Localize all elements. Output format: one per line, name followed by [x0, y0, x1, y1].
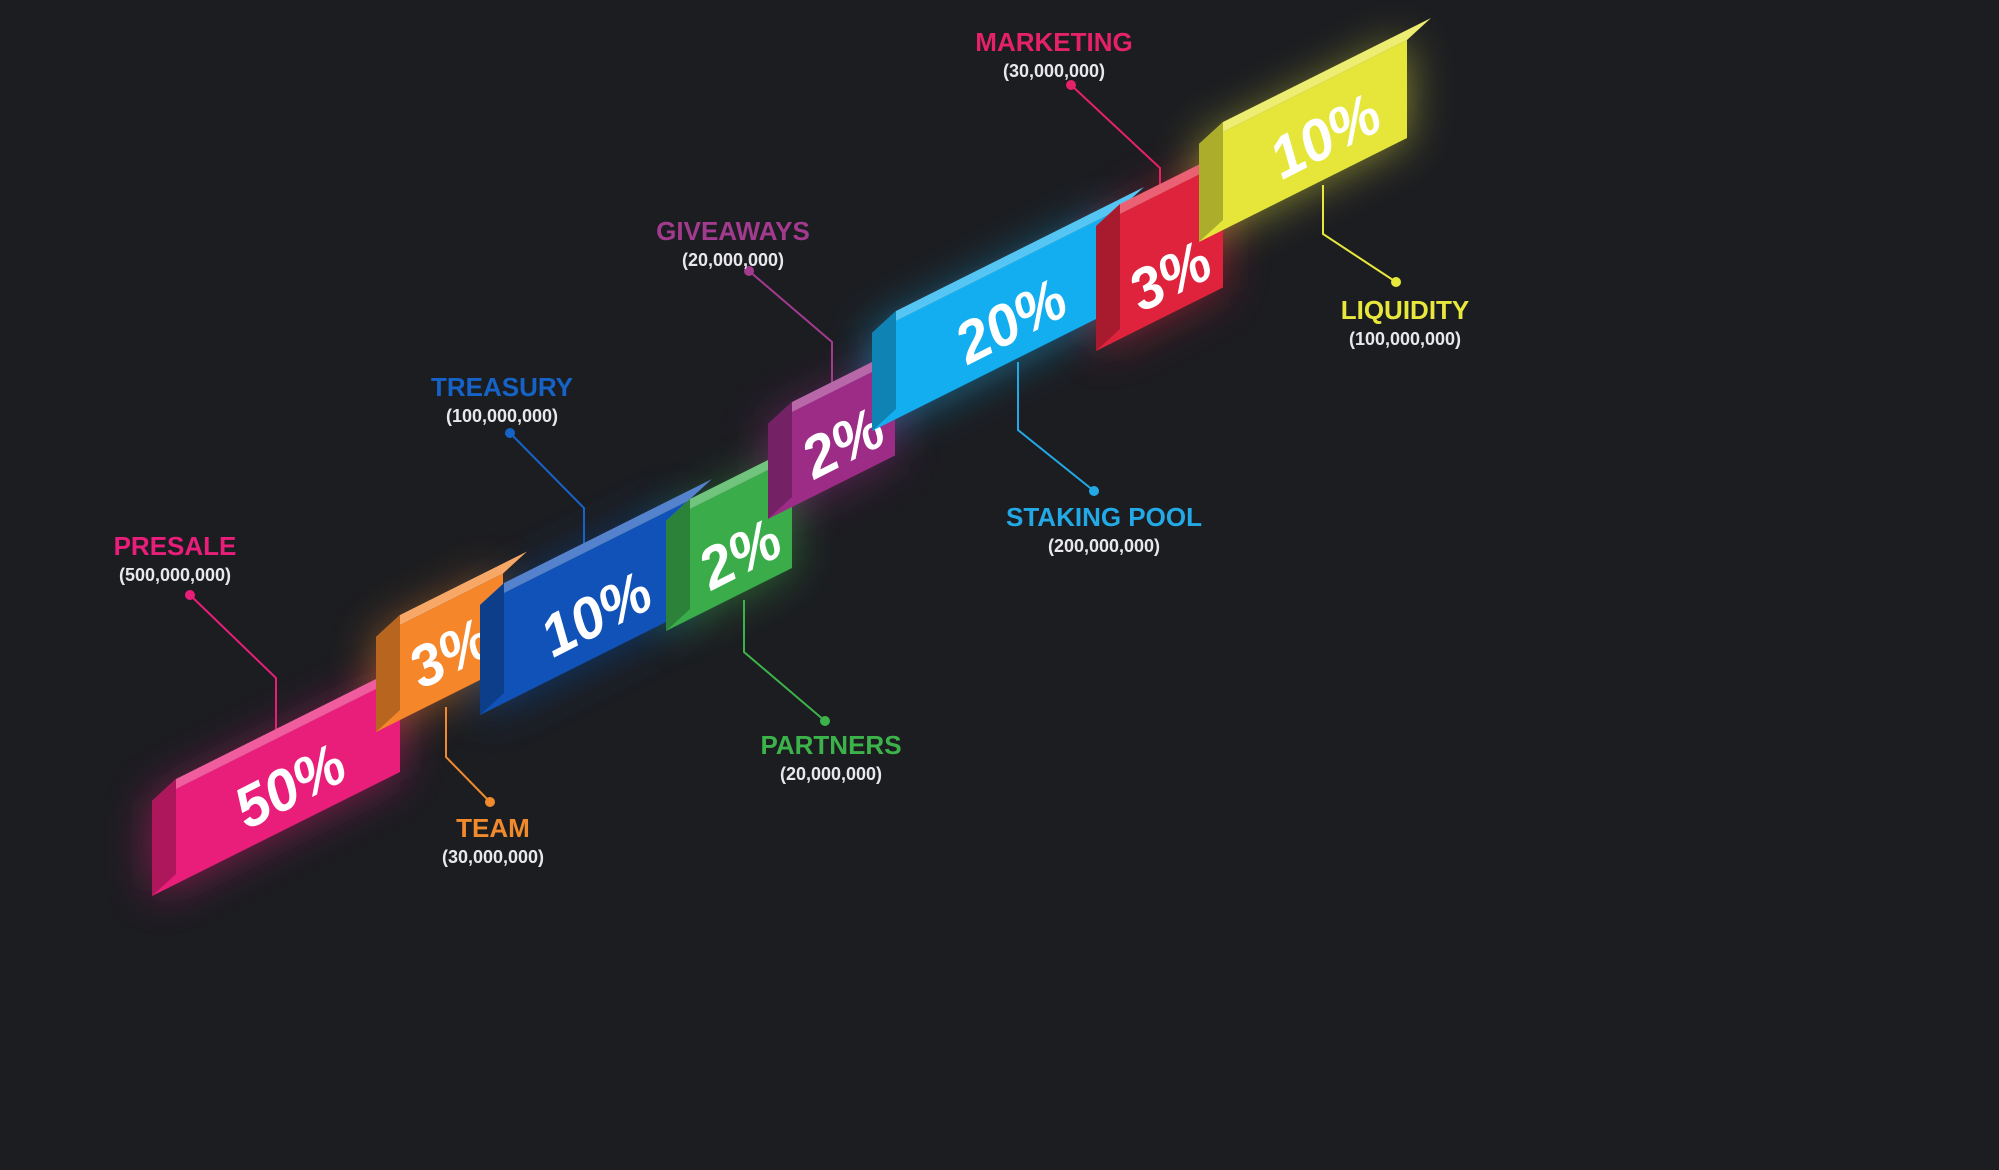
block-staking: 20% — [872, 187, 1144, 431]
label-amount-marketing: (30,000,000) — [1003, 61, 1105, 81]
block-front-marketing — [1096, 162, 1223, 351]
block-front-giveaways — [768, 360, 895, 519]
block-front-treasury — [480, 501, 688, 715]
block-top-presale — [152, 655, 424, 801]
block-front-staking — [872, 209, 1120, 431]
label-amount-partners: (20,000,000) — [780, 764, 882, 784]
block-team: 3% — [376, 551, 527, 732]
label-name-treasury: TREASURY — [431, 372, 573, 402]
label-name-staking: STAKING POOL — [1006, 502, 1202, 532]
label-amount-presale: (500,000,000) — [119, 565, 231, 585]
label-amount-treasury: (100,000,000) — [446, 406, 558, 426]
connector-dot-presale — [185, 590, 195, 600]
block-side-giveaways — [768, 402, 792, 519]
block-presale: 50% — [152, 655, 424, 896]
connector-dot-partners — [820, 716, 830, 726]
label-name-presale: PRESALE — [114, 531, 237, 561]
block-top-liquidity — [1199, 18, 1431, 144]
connector-line-liquidity — [1322, 185, 1397, 283]
connector-line-giveaways — [748, 270, 833, 400]
connector-dot-liquidity — [1391, 277, 1401, 287]
label-name-partners: PARTNERS — [760, 730, 901, 760]
connector-dot-marketing — [1066, 80, 1076, 90]
block-top-staking — [872, 187, 1144, 333]
connector-line-treasury — [509, 432, 585, 568]
block-treasury: 10% — [480, 479, 712, 715]
connector-dot-staking — [1089, 486, 1099, 496]
connector-dot-treasury — [505, 428, 515, 438]
block-top-team — [376, 551, 527, 637]
label-amount-liquidity: (100,000,000) — [1349, 329, 1461, 349]
block-marketing: 3% — [1096, 140, 1247, 351]
label-amount-staking: (200,000,000) — [1048, 536, 1160, 556]
block-top-treasury — [480, 479, 712, 605]
label-name-giveaways: GIVEAWAYS — [656, 216, 810, 246]
block-partners: 2% — [666, 436, 816, 631]
block-side-staking — [872, 311, 896, 431]
connector-line-partners — [743, 600, 826, 722]
connector-dot-team — [485, 797, 495, 807]
label-amount-giveaways: (20,000,000) — [682, 250, 784, 270]
block-front-liquidity — [1199, 40, 1407, 242]
allocation-blocks: 50%3%10%2%2%20%3%10% — [152, 18, 1431, 896]
connector-line-presale — [189, 594, 277, 742]
block-front-team — [376, 573, 503, 732]
block-side-presale — [152, 779, 176, 896]
block-side-partners — [666, 499, 690, 631]
block-front-presale — [152, 677, 400, 896]
block-side-team — [376, 615, 400, 732]
block-front-partners — [666, 458, 792, 631]
block-side-liquidity — [1199, 122, 1223, 242]
label-name-team: TEAM — [456, 813, 530, 843]
label-amount-team: (30,000,000) — [442, 847, 544, 867]
label-name-marketing: MARKETING — [975, 27, 1132, 57]
connector-line-team — [445, 707, 491, 803]
connector-line-staking — [1017, 362, 1095, 492]
label-name-liquidity: LIQUIDITY — [1341, 295, 1470, 325]
block-side-treasury — [480, 583, 504, 715]
block-side-marketing — [1096, 204, 1120, 351]
block-liquidity: 10% — [1199, 18, 1431, 242]
allocation-labels: PRESALE (500,000,000) TEAM (30,000,000) TREA… — [114, 27, 1470, 867]
connector-dot-giveaways — [744, 266, 754, 276]
